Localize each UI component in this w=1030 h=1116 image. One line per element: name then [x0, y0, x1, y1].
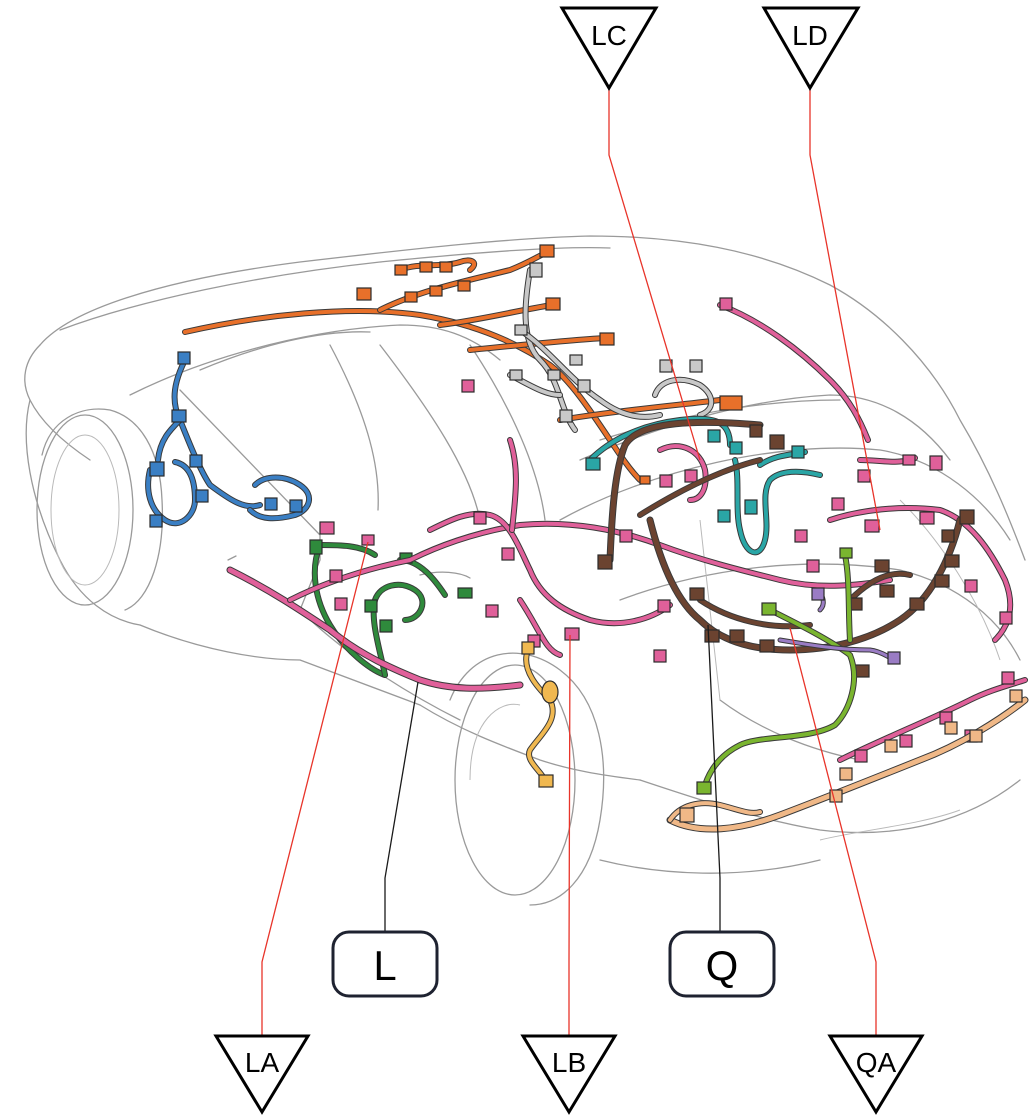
- callout-LD-label: LD: [792, 20, 828, 51]
- callout-QA: QA: [827, 1034, 925, 1115]
- harness-green: [309, 539, 473, 678]
- harness-peach: [666, 689, 1029, 833]
- leader-QA: [789, 627, 877, 1042]
- callout-LB-label: LB: [552, 1047, 586, 1078]
- leader-LB: [568, 634, 571, 1042]
- harness-orange-roof: [182, 244, 743, 485]
- callout-LA: LA: [213, 1034, 311, 1115]
- callout-LB: LB: [520, 1034, 618, 1115]
- leader-lines: [261, 88, 881, 1042]
- harness-purple: [777, 587, 901, 665]
- harness-yellow: [521, 641, 559, 788]
- harness-blue: [145, 351, 312, 528]
- leader-LC: [608, 88, 701, 461]
- leader-LA: [261, 541, 369, 1042]
- harness-lime: [696, 547, 857, 795]
- callout-QA-label: QA: [856, 1047, 897, 1078]
- callout-LA-label: LA: [245, 1047, 280, 1078]
- callout-LC: LC: [559, 6, 659, 91]
- leader-Q: [707, 624, 721, 932]
- callout-L: L: [331, 930, 439, 998]
- harness-gray: [507, 262, 715, 433]
- callout-Q-label: Q: [706, 942, 739, 989]
- leader-L: [384, 681, 419, 932]
- callout-L-label: L: [373, 942, 396, 989]
- callout-LC-label: LC: [591, 20, 627, 51]
- callout-LD: LD: [761, 6, 861, 91]
- callout-Q: Q: [668, 930, 776, 998]
- leader-LD: [809, 88, 881, 531]
- harness-pink: [226, 297, 1028, 763]
